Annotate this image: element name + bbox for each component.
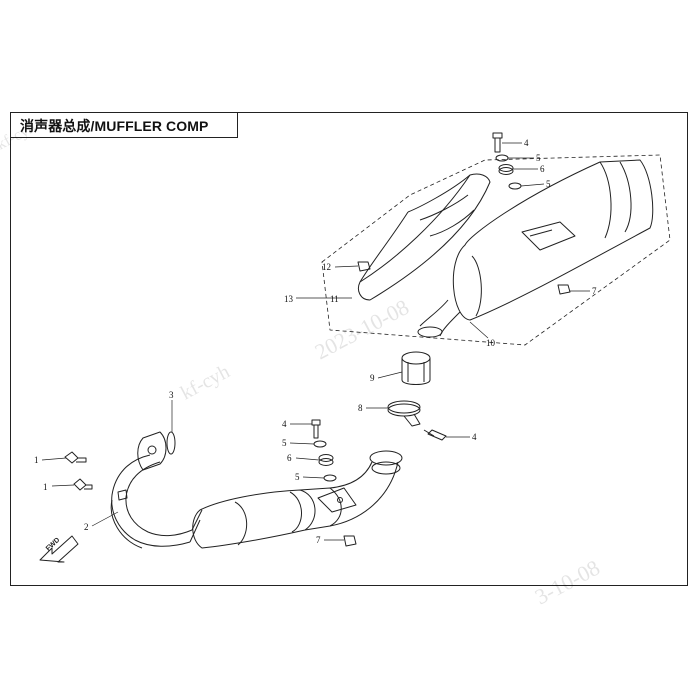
callout-12: 12 [322,262,331,272]
nut-lower-part-7 [343,535,357,547]
header-pipe-part-2 [110,431,342,549]
bolt-lower-part-4 [311,419,321,439]
callout-13: 13 [284,294,294,304]
heat-shield-part-11 [357,173,491,301]
callout-9: 9 [370,373,375,383]
callout-8: 8 [358,403,363,413]
callout-4c: 4 [524,138,529,148]
callout-10: 10 [486,338,496,348]
nut-upper-part-7 [557,284,571,295]
clamp-part-8 [387,400,435,437]
callout-5c: 5 [536,153,541,163]
watermark-date: 2023-10-08 [311,294,413,364]
washers-lower [313,440,337,482]
callout-6b: 6 [540,164,545,174]
stud-nuts-part-1 [64,451,93,491]
callout-7a: 7 [316,535,321,545]
bolt-clamp-part-4 [427,429,447,441]
watermark-date-partial: 3-10-08 [531,555,604,610]
callout-3: 3 [169,390,174,400]
fwd-arrow [39,535,79,563]
title-block [10,112,238,138]
callout-7b: 7 [592,286,597,296]
callout-2: 2 [84,522,89,532]
leader-lines [41,142,590,541]
callout-1a: 1 [34,455,39,465]
muffler-body-part-10 [417,159,654,338]
watermark-user-2: kf-cyh [0,119,39,154]
fwd-label: FWD [45,537,62,553]
connector-sleeve-part-9 [401,351,431,385]
callout-6a: 6 [287,453,292,463]
drawing-frame [10,112,688,586]
callout-5b: 5 [295,472,300,482]
nut-part-12 [357,261,371,272]
callout-labels: 1 1 2 3 4 5 6 5 7 8 4 9 10 11 12 13 4 5 … [34,138,597,545]
callout-5d: 5 [546,179,551,189]
callout-11: 11 [330,294,339,304]
watermark-user: kf-cyh [177,360,233,404]
callout-1b: 1 [43,482,48,492]
callout-4a: 4 [282,419,287,429]
bolt-upper-part-4 [492,132,503,153]
washers-upper [495,154,522,190]
mid-pipe [317,450,403,527]
callout-5a: 5 [282,438,287,448]
callout-4b: 4 [472,432,477,442]
diagram-title: 消声器总成/MUFFLER COMP [20,118,209,134]
